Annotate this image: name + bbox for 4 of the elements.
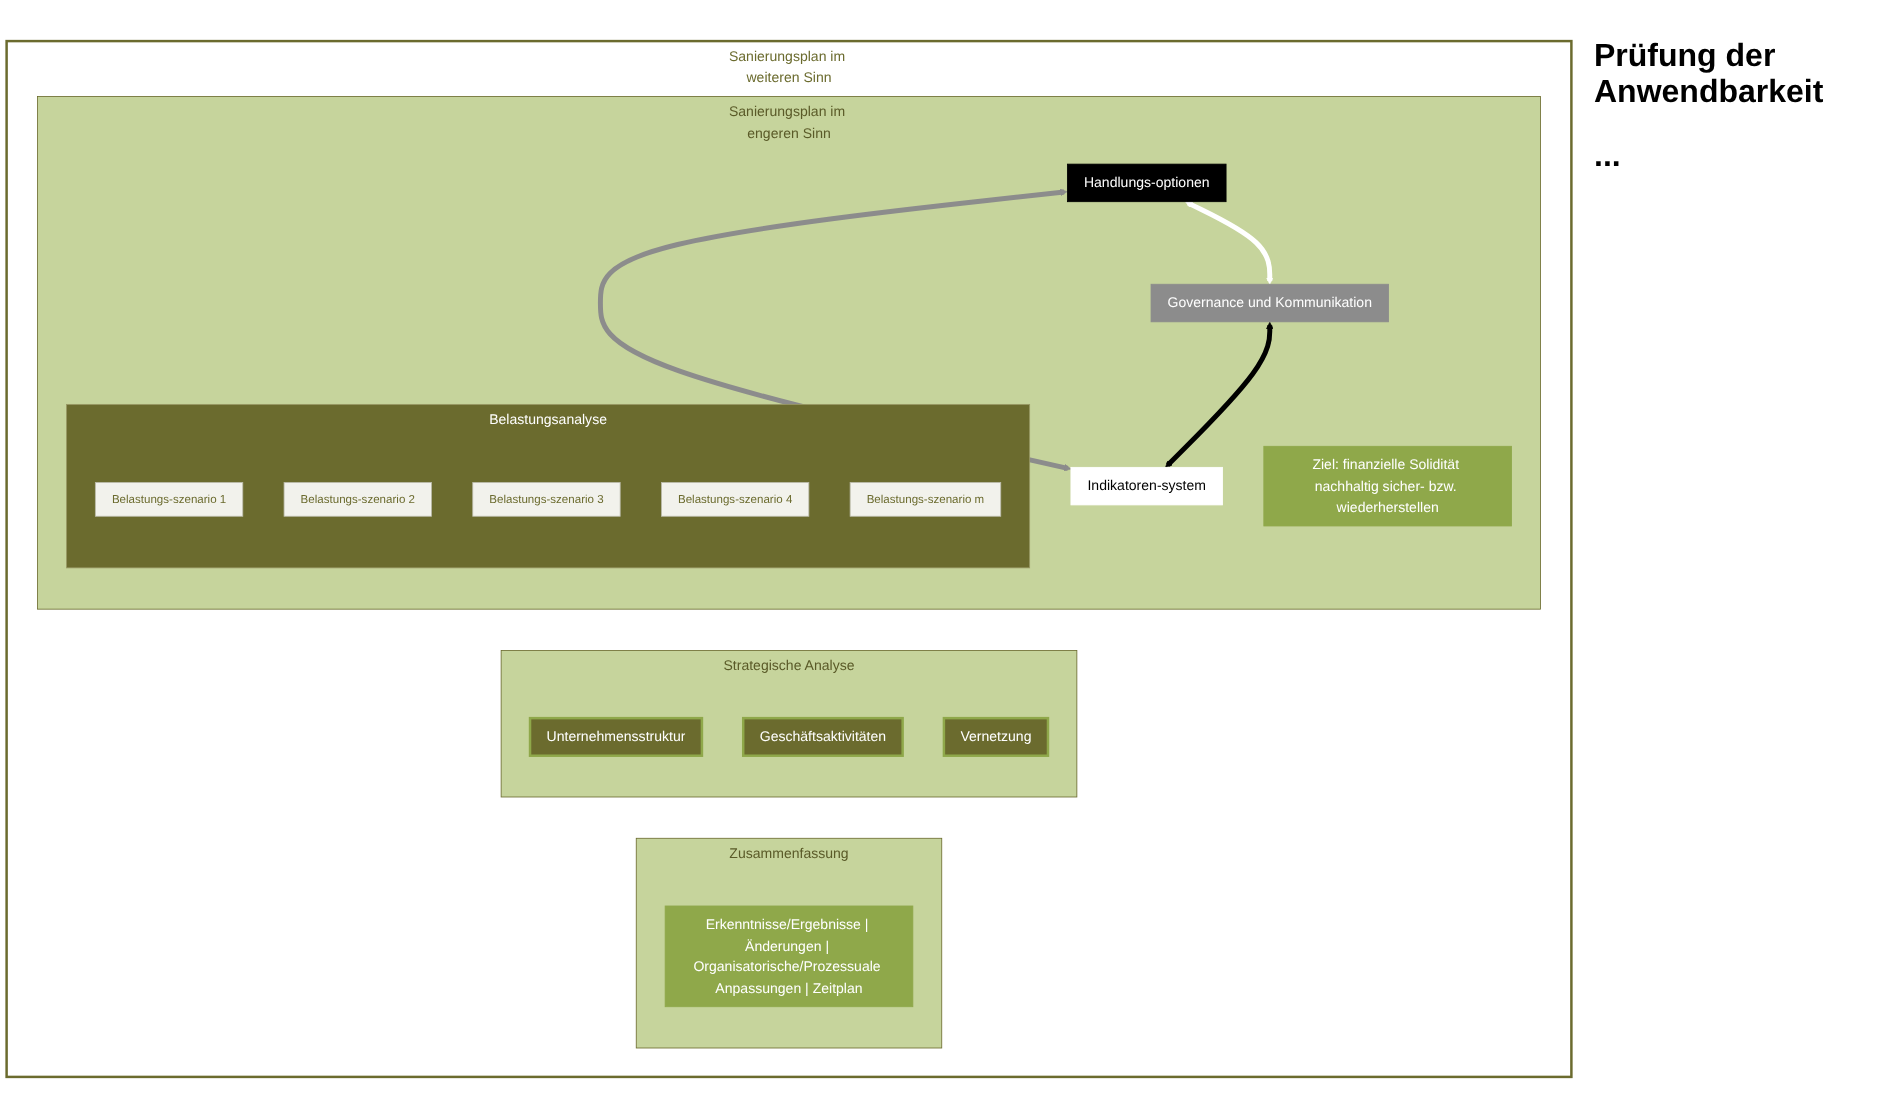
- annotation-text: ...: [1594, 140, 1623, 176]
- arrow: [1185, 200, 1274, 285]
- arrow: [1165, 321, 1274, 468]
- annotation-text: Prüfung der Anwendbarkeit: [1594, 40, 1826, 112]
